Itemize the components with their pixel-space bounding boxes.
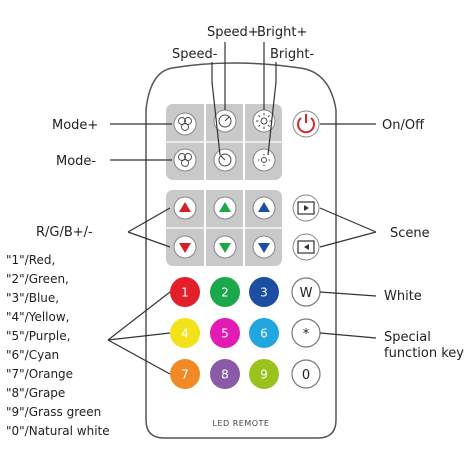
legend-item: "5"/Purple, bbox=[6, 329, 70, 343]
red-down-button[interactable] bbox=[173, 235, 197, 259]
mode-plus-label: Mode+ bbox=[52, 118, 98, 133]
natural-white-button[interactable]: 0 bbox=[291, 359, 321, 389]
special-label-line2: function key bbox=[384, 346, 464, 361]
color-key-label: 1 bbox=[181, 286, 189, 300]
rgb-label: R/G/B+/- bbox=[36, 225, 93, 240]
legend-item: "2"/Green, bbox=[6, 272, 69, 286]
color-key-label: 4 bbox=[181, 327, 189, 341]
power-button[interactable] bbox=[292, 110, 320, 138]
remote-label: LED REMOTE bbox=[213, 419, 270, 428]
speedometer-icon bbox=[218, 114, 232, 128]
color-key-circle bbox=[210, 318, 240, 348]
scene-label: Scene bbox=[390, 226, 430, 241]
color-key-circle bbox=[170, 277, 200, 307]
triangle-down-icon bbox=[219, 243, 231, 253]
color-keys: 1 2 3 4 5 6 7 8 9 bbox=[170, 277, 279, 389]
color-key-6[interactable]: 6 bbox=[249, 318, 279, 348]
speedometer-icon bbox=[218, 153, 232, 167]
color-key-circle bbox=[249, 318, 279, 348]
white-label: White bbox=[384, 289, 422, 304]
legend-item: "8"/Grape bbox=[6, 386, 65, 400]
color-key-circle bbox=[170, 359, 200, 389]
bright-minus-button[interactable] bbox=[252, 148, 276, 172]
legend-item: "9"/Grass green bbox=[6, 405, 101, 419]
white-key-label: W bbox=[300, 286, 313, 301]
triangle-up-icon bbox=[219, 202, 231, 212]
sun-icon bbox=[258, 154, 270, 166]
color-key-1[interactable]: 1 bbox=[170, 277, 200, 307]
speed-plus-label: Speed+ bbox=[207, 25, 259, 40]
mode-minus-label: Mode- bbox=[56, 154, 96, 169]
color-key-3[interactable]: 3 bbox=[249, 277, 279, 307]
color-key-8[interactable]: 8 bbox=[210, 359, 240, 389]
power-icon bbox=[297, 114, 315, 134]
color-key-2[interactable]: 2 bbox=[210, 277, 240, 307]
speed-minus-button[interactable] bbox=[213, 148, 237, 172]
green-down-button[interactable] bbox=[213, 235, 237, 259]
legend-item: "0"/Natural white bbox=[6, 424, 110, 438]
color-key-label: 2 bbox=[221, 286, 229, 300]
film-play-icon bbox=[297, 201, 315, 215]
zero-key-label: 0 bbox=[302, 368, 310, 383]
speed-minus-label: Speed- bbox=[172, 47, 218, 62]
triangle-up-icon bbox=[258, 202, 270, 212]
color-key-circle bbox=[210, 359, 240, 389]
triangle-up-icon bbox=[179, 202, 191, 212]
sun-icon bbox=[256, 113, 272, 129]
color-key-4[interactable]: 4 bbox=[170, 318, 200, 348]
color-key-label: 8 bbox=[221, 368, 229, 382]
color-key-circle bbox=[170, 318, 200, 348]
color-key-circle bbox=[249, 277, 279, 307]
legend-item: "6"/Cyan bbox=[6, 348, 59, 362]
green-up-button[interactable] bbox=[213, 196, 237, 220]
color-key-label: 9 bbox=[260, 368, 268, 382]
legend-item: "1"/Red, bbox=[6, 253, 55, 267]
color-key-label: 7 bbox=[181, 368, 189, 382]
color-key-circle bbox=[210, 277, 240, 307]
color-key-circle bbox=[249, 359, 279, 389]
legend-item: "7"/Orange bbox=[6, 367, 73, 381]
color-key-label: 3 bbox=[260, 286, 268, 300]
color-key-7[interactable]: 7 bbox=[170, 359, 200, 389]
red-up-button[interactable] bbox=[173, 196, 197, 220]
mode-minus-button[interactable] bbox=[173, 148, 197, 172]
leader-lines bbox=[107, 42, 377, 375]
bright-plus-label: Bright+ bbox=[257, 25, 307, 40]
color-key-5[interactable]: 5 bbox=[210, 318, 240, 348]
color-key-label: 5 bbox=[221, 327, 229, 341]
blue-up-button[interactable] bbox=[252, 196, 276, 220]
legend-item: "3"/Blue, bbox=[6, 291, 59, 305]
on-off-label: On/Off bbox=[382, 118, 425, 133]
legend-item: "4"/Yellow, bbox=[6, 310, 69, 324]
triangle-down-icon bbox=[258, 243, 270, 253]
special-function-button[interactable]: * bbox=[291, 318, 321, 348]
triangle-down-icon bbox=[179, 243, 191, 253]
bright-minus-label: Bright- bbox=[270, 47, 314, 62]
color-key-9[interactable]: 9 bbox=[249, 359, 279, 389]
film-play-icon bbox=[297, 240, 315, 254]
scene-plus-button[interactable] bbox=[292, 194, 320, 222]
white-button[interactable]: W bbox=[291, 277, 321, 307]
special-key-label: * bbox=[303, 327, 310, 342]
special-label-line1: Special bbox=[384, 330, 431, 345]
blue-down-button[interactable] bbox=[252, 235, 276, 259]
mode-minus-icon bbox=[178, 153, 192, 167]
color-legend: "1"/Red, "2"/Green, "3"/Blue, "4"/Yellow, "5… bbox=[6, 253, 110, 438]
mode-plus-icon bbox=[178, 117, 192, 131]
color-key-label: 6 bbox=[260, 327, 268, 341]
scene-minus-button[interactable] bbox=[292, 233, 320, 261]
mode-plus-button[interactable] bbox=[173, 112, 197, 136]
